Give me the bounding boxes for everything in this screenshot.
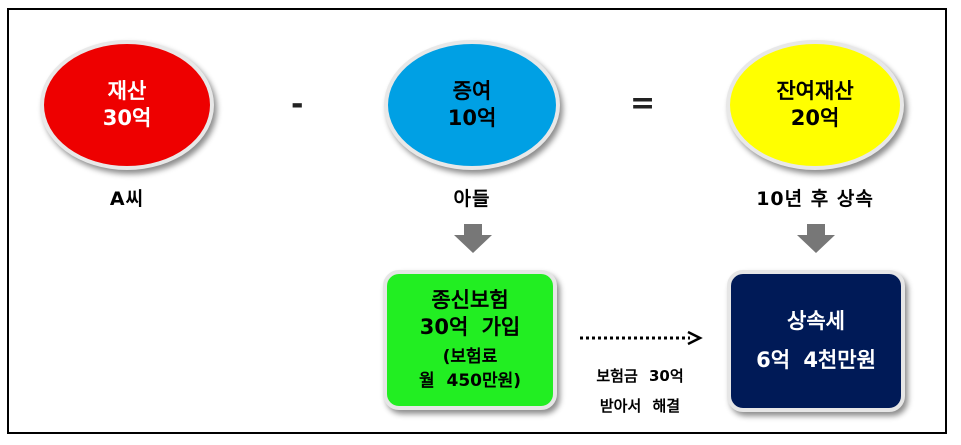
property-caption: A씨: [109, 188, 145, 210]
tax-line2: 6억 4천만원: [756, 348, 876, 372]
remaining-title: 잔여재산: [776, 79, 854, 103]
remaining-caption: 10년 후 상속: [756, 188, 874, 210]
gift-title: 증여: [452, 79, 492, 103]
property-title: 재산: [107, 79, 147, 103]
inheritance-tax-box: 상속세 6억 4천만원: [727, 270, 905, 412]
insurance-line3: (보험료: [442, 347, 498, 367]
remaining-value: 20억: [790, 106, 840, 130]
down-arrow-icon: [797, 224, 835, 253]
property-value: 30억: [102, 106, 152, 130]
gift-value: 10억: [447, 106, 497, 130]
down-arrow-icon: [454, 224, 492, 253]
dotted-arrow-icon: [580, 330, 703, 346]
gift-caption: 아들: [453, 188, 491, 210]
insurance-line1: 종신보험: [431, 288, 509, 312]
insurance-line2: 30억 가입: [419, 315, 521, 339]
connector-note-line2: 받아서 해결: [599, 397, 681, 415]
gift-circle: 증여 10억: [384, 40, 560, 170]
insurance-box: 종신보험 30억 가입 (보험료 월 450만원): [383, 270, 557, 410]
equals-operator: =: [630, 86, 656, 121]
tax-line1: 상속세: [787, 309, 845, 333]
remaining-circle: 잔여재산 20억: [726, 40, 904, 170]
minus-operator: -: [291, 87, 304, 122]
connector-note-line1: 보험금 30억: [596, 367, 684, 385]
insurance-line4: 월 450만원): [418, 371, 522, 391]
property-circle: 재산 30억: [40, 40, 214, 170]
